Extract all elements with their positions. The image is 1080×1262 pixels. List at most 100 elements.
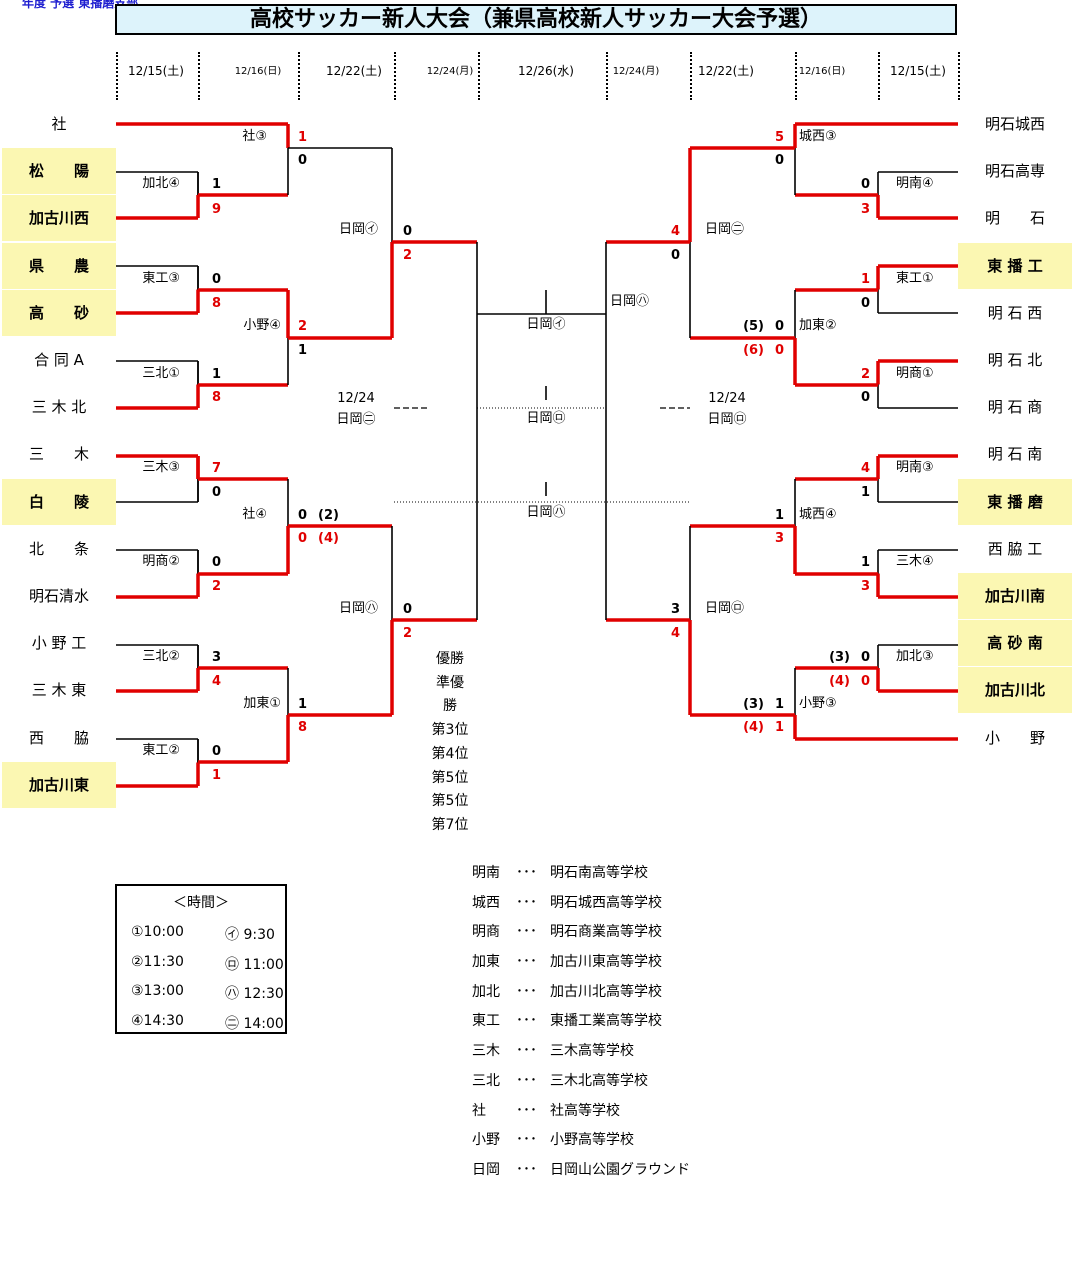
- date-separator: [116, 52, 118, 100]
- score: 0: [403, 602, 413, 617]
- team-name: 白 陵: [2, 478, 116, 525]
- legend-full-name: 明石城西高等学校: [550, 894, 662, 911]
- date-separator: [298, 52, 300, 100]
- score: (3): [743, 697, 764, 712]
- team-name: 社: [51, 115, 67, 133]
- team-name: 高 砂: [2, 289, 116, 336]
- time-slot: ①10:00: [131, 924, 184, 940]
- team-name: 西 脇 工: [987, 539, 1043, 558]
- legend-abbr: 加北: [472, 983, 500, 1000]
- legend-abbr: 三北: [472, 1072, 500, 1089]
- score: 2: [860, 367, 870, 382]
- team-name: 小 野: [984, 728, 1045, 747]
- date-header: 12/15(土): [890, 64, 946, 78]
- match-label: 12/24: [708, 391, 746, 406]
- date-header: 12/24(月): [612, 66, 660, 77]
- score: 8: [212, 390, 222, 405]
- team-name: 明石城西: [984, 115, 1045, 133]
- date-header: 12/24(月): [426, 66, 474, 77]
- match-label: 小野④: [243, 318, 281, 333]
- time-schedule-title: ＜時間＞: [173, 895, 229, 911]
- date-separator: [690, 52, 692, 100]
- score: 4: [212, 674, 222, 689]
- score: 1: [860, 485, 870, 500]
- team-name: 明 石 西: [987, 303, 1043, 322]
- legend-separator: ･･･: [516, 894, 537, 911]
- score: 2: [403, 626, 413, 641]
- legend-full-name: 加古川北高等学校: [550, 983, 662, 1000]
- team-name: 東 播 磨: [958, 478, 1072, 525]
- match-label: 加東②: [799, 318, 837, 333]
- score: 0: [860, 296, 870, 311]
- team-name: 加古川東: [2, 761, 116, 808]
- team-name: 西 脇: [28, 728, 89, 747]
- match-label: 三北②: [142, 649, 180, 664]
- team-name: 東 播 工: [958, 242, 1072, 289]
- time-schedule-box: ＜時間＞ ①10:00 ㋑ 9:30 ②11:30 ㋺ 11:00 ③13:00…: [115, 884, 287, 1034]
- match-label: 城西③: [799, 129, 837, 144]
- rank-item: 第3位: [431, 722, 469, 739]
- legend-full-name: 加古川東高等学校: [550, 954, 662, 971]
- score: 0: [860, 390, 870, 405]
- team-name: 明 石: [984, 209, 1045, 228]
- time-slot: ㋑ 9:30: [225, 927, 275, 943]
- score: (2): [318, 508, 339, 523]
- score: 0: [212, 744, 222, 759]
- match-label: 明商①: [896, 366, 934, 381]
- score: 1: [212, 367, 222, 382]
- rank-item: 第5位: [431, 769, 469, 786]
- page-header: 年度 予選 東播磨支部: [22, 0, 139, 10]
- score: 2: [212, 579, 222, 594]
- date-header: 12/22(土): [698, 64, 754, 78]
- match-label: 城西④: [799, 507, 837, 522]
- score: 1: [774, 508, 784, 523]
- match-label: 日岡㋺: [705, 601, 745, 616]
- team-name: 三 木: [28, 445, 89, 464]
- match-label: 明商②: [142, 554, 180, 569]
- legend-abbr: 明商: [472, 924, 500, 941]
- time-slot: ②11:30: [131, 954, 184, 970]
- match-label: 小野③: [799, 696, 837, 711]
- date-header: 12/15(土): [128, 64, 184, 78]
- legend-abbr: 小野: [472, 1132, 500, 1149]
- match-label: 日岡㋺: [526, 411, 566, 426]
- team-name: 県 農: [2, 242, 116, 289]
- legend-full-name: 明石南高等学校: [550, 865, 648, 881]
- score: 4: [670, 626, 680, 641]
- date-header: 12/22(土): [326, 64, 382, 78]
- team-name: 小 野 工: [31, 634, 87, 653]
- score: (5): [743, 319, 764, 334]
- score: 0: [670, 248, 680, 263]
- time-slot: ㊁ 14:00: [225, 1016, 284, 1032]
- time-slot: ③13:00: [131, 983, 184, 999]
- score: 3: [774, 531, 784, 546]
- match-label: 加北④: [142, 176, 180, 191]
- score: 2: [298, 319, 308, 334]
- score: 8: [298, 720, 308, 735]
- team-name: 松 陽: [2, 148, 116, 195]
- legend-full-name: 明石商業高等学校: [550, 924, 662, 941]
- score: (6): [743, 343, 764, 358]
- team-name: 北 条: [28, 539, 89, 558]
- date-separator: [394, 52, 396, 100]
- date-header: 12/16(日): [798, 66, 846, 77]
- match-label: 明南③: [896, 460, 934, 475]
- legend-full-name: 日岡山公園グラウンド: [550, 1161, 690, 1178]
- match-label: 日岡㋺: [707, 412, 747, 427]
- score: 2: [403, 248, 413, 263]
- match-label: 日岡㊁: [705, 222, 745, 237]
- legend-abbr: 日岡: [472, 1161, 500, 1178]
- legend-separator: ･･･: [516, 865, 537, 881]
- score: 3: [212, 650, 222, 665]
- match-label: 12/24: [337, 391, 375, 406]
- date-separator: [198, 52, 200, 100]
- legend-separator: ･･･: [516, 1161, 537, 1178]
- legend-separator: ･･･: [516, 954, 537, 971]
- score: 1: [860, 555, 870, 570]
- score: 0: [774, 153, 784, 168]
- rank-item: 準優勝: [436, 674, 464, 715]
- time-slot: ㋺ 11:00: [225, 957, 284, 973]
- score: 4: [670, 224, 680, 239]
- rank-item: 第7位: [431, 816, 469, 833]
- legend-full-name: 社高等学校: [550, 1102, 620, 1119]
